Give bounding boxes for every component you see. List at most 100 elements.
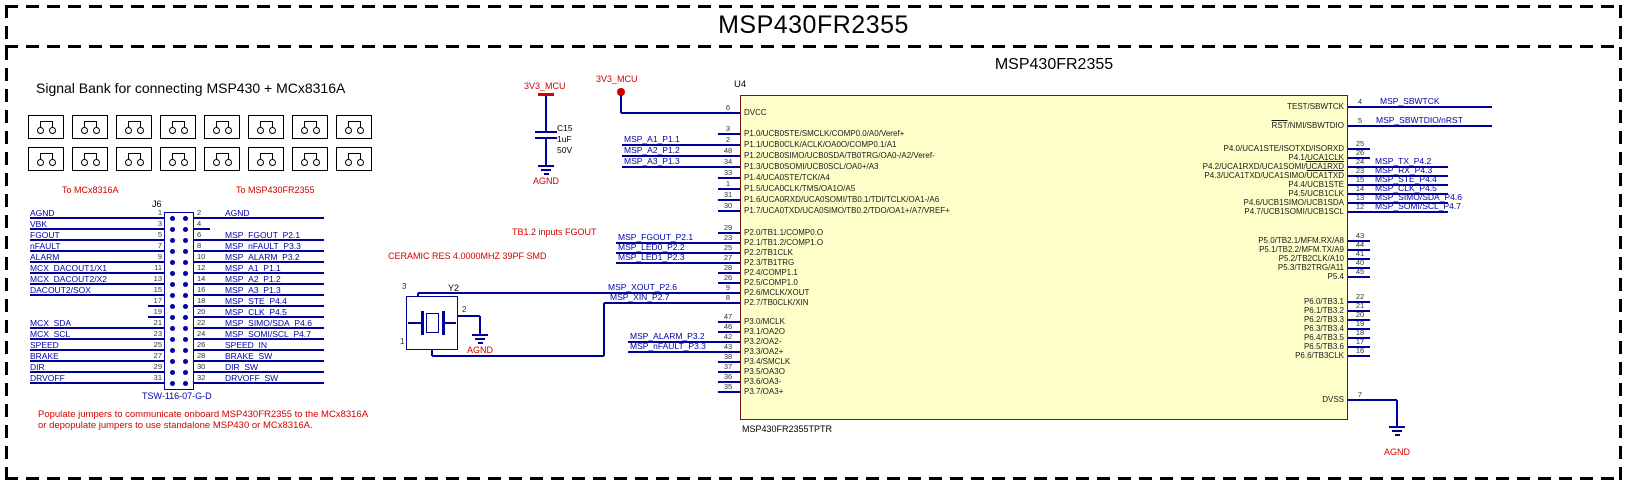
connector-net-wire <box>30 272 164 274</box>
resonator-plate-icon <box>442 311 445 335</box>
connector-pin-number: 15 <box>153 285 162 294</box>
connector-net-label: DRVOFF_SW <box>225 373 279 383</box>
ground-symbol-icon <box>472 334 488 336</box>
mcu-refdes: U4 <box>734 79 747 90</box>
connector-net-label: AGND <box>225 208 250 218</box>
xin-lead <box>431 350 433 356</box>
resonator-pin1-number: 1 <box>400 337 405 346</box>
net-label: MSP_nFAULT_P3.3 <box>630 341 706 351</box>
mcu-pin-name: P1.5/UCA0CLK/TMS/OA1O/A5 <box>744 184 856 193</box>
connector-net-wire <box>30 327 164 329</box>
mcu-pin-stub <box>1348 184 1370 186</box>
mcu-pin-name: P2.1/TB1.2/COMP1.O <box>744 238 824 247</box>
jumper-bridge-icon <box>84 121 97 128</box>
jumper-symbol-icon <box>72 147 108 171</box>
mcu-pin-number: 20 <box>1355 310 1365 319</box>
jumper-pin-icon <box>225 159 232 166</box>
dvss-wire <box>1396 400 1398 426</box>
mcu-pin-name: P4.6/UCB1SIMO/UCB1SDA <box>1243 198 1344 207</box>
net-wire <box>1370 106 1492 108</box>
connector-net-label: MCX_SDA <box>30 318 72 328</box>
sheet-title: MSP430FR2355 <box>718 11 909 39</box>
resonator-refdes: Y2 <box>448 283 460 293</box>
mcu-pin-stub <box>718 155 740 157</box>
connector-pin-dot-icon <box>170 369 175 375</box>
mcu-pin-stub <box>718 144 740 146</box>
mcu-pin-name: P4.4/UCB1STE <box>1288 180 1344 189</box>
jumper-symbol-icon <box>248 115 284 139</box>
jumper-bridge-icon <box>304 153 317 160</box>
connector-net-label: ALARM <box>30 252 60 262</box>
jumper-bridge-icon <box>348 121 361 128</box>
connector-pin-dot-icon <box>183 237 188 243</box>
connector-pin-number: 32 <box>197 373 206 382</box>
xout-lead <box>417 293 419 296</box>
connector-net-label: MSP_STE_P4.4 <box>225 296 287 306</box>
net-wire <box>616 252 718 254</box>
dvcc-wire <box>621 112 718 114</box>
connector-pin-number: 21 <box>153 318 162 327</box>
connector-refdes: J6 <box>152 199 162 209</box>
mcu-pin-stub <box>718 188 740 190</box>
connector-pin-number: 28 <box>197 351 206 360</box>
jumper-symbol-icon <box>28 115 64 139</box>
mcu-pin-stub <box>1348 148 1370 150</box>
connector-pin-dot-icon <box>183 336 188 342</box>
mcu-body <box>740 95 1348 420</box>
mcu-pin-stub <box>1348 328 1370 330</box>
jumper-symbol-icon <box>204 115 240 139</box>
connector-net-wire <box>30 371 164 373</box>
net-wire <box>628 351 718 353</box>
mcu-pin-name: P6.3/TB3.4 <box>1303 324 1344 333</box>
connector-net-wire <box>30 217 164 219</box>
dvss-ground-label: AGND <box>1383 447 1410 457</box>
mcu-pin-name: P4.2/UCA1RXD/UCA1SOMI/UCA1RXD <box>1202 162 1344 171</box>
connector-net-wire <box>30 382 164 384</box>
connector-pin-dot-icon <box>170 226 175 232</box>
connector-net-label: MSP_CLK_P4.5 <box>225 307 287 317</box>
net-label: MSP_A2_P1.2 <box>624 145 680 155</box>
connector-pin-number: 23 <box>153 329 162 338</box>
mcu-pin-name: P2.3/TB1TRG <box>744 258 795 267</box>
mcu-pin-number: 16 <box>1355 346 1365 355</box>
resonator-note: CERAMIC RES 4.0000MHZ 39PF SMD <box>388 251 547 261</box>
connector-pin-number: 10 <box>197 252 206 261</box>
mcu-pin-stub <box>718 272 740 274</box>
connector-net-wire <box>194 250 324 252</box>
jumper-pin-icon <box>357 159 364 166</box>
net-label: MSP_LED0_P2.2 <box>618 242 685 252</box>
net-label: MSP_SOMI/SCL_P4.7 <box>1375 201 1461 211</box>
mcu-pin-stub <box>1348 125 1370 127</box>
mcu-pin-number: 26 <box>1355 148 1365 157</box>
resonator-plate-icon <box>421 311 424 335</box>
mcu-pin-name: P2.4/COMP1.1 <box>744 268 798 277</box>
jumper-symbol-icon <box>160 115 196 139</box>
connector-pin-number: 1 <box>157 208 162 217</box>
mcu-pin-number: 44 <box>1355 240 1365 249</box>
mcu-pin-number: 23 <box>723 233 733 242</box>
mcu-pin-number: 41 <box>1355 249 1365 258</box>
mcu-pin-name: P1.2/UCB0SIMO/UCB0SDA/TB0TRG/OA0-/A2/Ver… <box>744 151 935 160</box>
mcu-pin-number: 43 <box>1355 231 1365 240</box>
mcu-pin-name: P1.7/UCA0TXD/UCA0SIMO/TB0.2/TDO/OA1+/A7/… <box>744 206 950 215</box>
connector-part-number: TSW-116-07-G-D <box>142 391 212 401</box>
connector-net-wire <box>194 327 324 329</box>
jumper-pin-icon <box>125 159 132 166</box>
connector-pin-dot-icon <box>183 358 188 364</box>
connector-net-label: DIR_SW <box>225 362 259 372</box>
mcu-pin-number: 28 <box>723 263 733 272</box>
mcu-pin-stub <box>1348 166 1370 168</box>
mcu-pin-name: P3.2/OA2- <box>744 337 782 346</box>
net-wire <box>1370 193 1448 195</box>
mcu-pin-number: 12 <box>1355 202 1365 211</box>
mcu-pin-stub <box>718 252 740 254</box>
connector-body <box>164 212 194 390</box>
capacitor-value: 1uF <box>557 134 572 144</box>
mcu-pin-name: P1.1/UCB0CLK/ACLK/OA0O/COMP0.1/A1 <box>744 140 897 149</box>
mcu-pin-name: P4.3/UCA1TXD/UCA1SIMO/UCA1TXD <box>1204 171 1344 180</box>
jumper-pin-icon <box>269 159 276 166</box>
mcu-pin-number: 38 <box>723 352 733 361</box>
mcu-pin-number: 17 <box>1355 337 1365 346</box>
connector-net-wire <box>194 272 324 274</box>
connector-net-wire <box>194 371 324 373</box>
